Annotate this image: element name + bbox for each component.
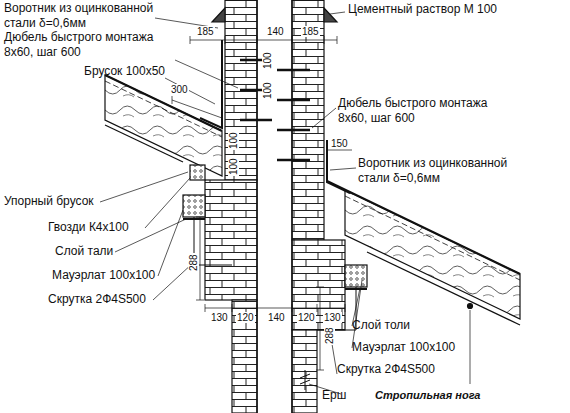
dimension: 120 <box>297 312 316 323</box>
dimension: 140 <box>266 26 285 37</box>
dimension: 100 <box>262 51 273 70</box>
dimension: 300 <box>170 84 189 95</box>
dimension: 288 <box>324 326 335 345</box>
part-label: Скрутка 2Ф4S500 <box>337 362 435 377</box>
part-label: Воротник из оцинкованной стали δ=0,6мм <box>4 1 156 31</box>
part-label: Упорный брусок <box>4 194 94 209</box>
part-label: Стропильная нога <box>375 388 480 403</box>
part-label: Мауэрлат 100х100 <box>52 268 155 283</box>
dimension: 120 <box>236 312 255 323</box>
dimension: 130 <box>323 312 342 323</box>
part-label: Брусок 100х50 <box>84 64 165 79</box>
part-label: Слой тали <box>55 244 113 259</box>
dimension: 150 <box>330 138 349 149</box>
dimension: 100 <box>262 81 273 100</box>
part-label: Дюбель быстрого монтажа 8х60, шаг 600 <box>4 30 174 60</box>
part-label: Воротник из оцинкованной стали δ=0,6мм <box>358 156 518 186</box>
dimension: 100 <box>228 157 239 176</box>
part-label: Мауэрлат 100х100 <box>352 340 455 355</box>
part-label: Слой толи <box>352 318 410 333</box>
dimension: 100 <box>228 131 239 150</box>
dimension: 130 <box>210 312 229 323</box>
dimension: 140 <box>267 312 286 323</box>
part-label: Ерш <box>322 388 346 403</box>
part-label: Гвозди К4х100 <box>48 220 129 235</box>
part-label: Цементный раствор М 100 <box>348 2 497 17</box>
dimension: 185 <box>196 26 215 37</box>
part-label: Скрутка 2Ф4S500 <box>48 292 146 307</box>
part-label: Дюбель быстрого монтажа 8х60, шаг 600 <box>338 96 508 126</box>
dimension: 185 <box>301 26 320 37</box>
dimension: 288 <box>188 253 199 272</box>
